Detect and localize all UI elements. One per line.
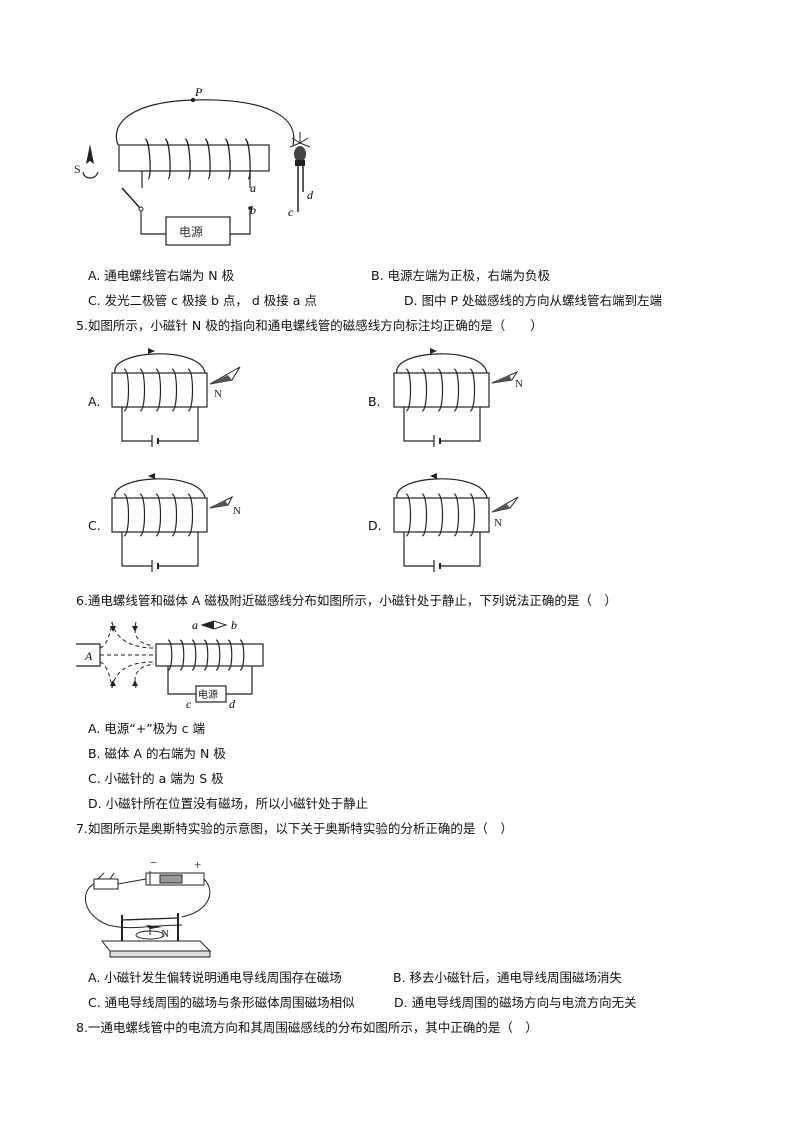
q7-needle-n: N — [161, 928, 169, 940]
q5-label-c: C. — [88, 518, 101, 533]
q6-a-label: a — [192, 618, 198, 632]
q4-s-label: S — [74, 162, 81, 176]
q4-option-b: B. 电源左端为正极，右端为负极 — [371, 268, 551, 283]
q7-option-c: C. 通电导线周围的磁场与条形磁体周围磁场相似 — [88, 995, 355, 1010]
q5-label-a: A. — [88, 394, 101, 409]
q7-figure: − + N — [85, 855, 212, 958]
q6-option-c: C. 小磁针的 a 端为 S 极 — [88, 771, 224, 786]
q5-stem: 5.如图所示，小磁针 N 极的指向和通电螺线管的磁感线方向标注均正确的是（ ） — [76, 318, 543, 333]
q7-option-a: A. 小磁针发生偏转说明通电导线周围存在磁场 — [88, 970, 342, 985]
q4-a-label: a — [250, 181, 256, 195]
q5-needle-n-a: N — [214, 388, 222, 400]
q7-option-b: B. 移去小磁针后，通电导线周围磁场消失 — [393, 970, 623, 985]
q6-option-a: A. 电源“+”极为 c 端 — [88, 721, 206, 736]
q5-figure-b: N — [393, 348, 523, 447]
q6-c-label: c — [186, 697, 192, 711]
q6-option-d: D. 小磁针所在位置没有磁场，所以小磁针处于静止 — [88, 796, 369, 811]
q5-figure-c: N — [111, 473, 241, 572]
q7-minus: − — [150, 855, 157, 870]
q8-stem: 8.一通电螺线管中的电流方向和其周围磁感线的分布如图所示，其中正确的是（ ） — [76, 1020, 538, 1035]
q5-label-b: B. — [368, 394, 381, 409]
q6-b-label: b — [231, 618, 237, 632]
q7-stem: 7.如图所示是奥斯特实验的示意图，以下关于奥斯特实验的分析正确的是（ ） — [76, 821, 513, 836]
q4-figure: P a b 电源 S d c — [74, 85, 314, 246]
q6-option-b: B. 磁体 A 的右端为 N 极 — [88, 746, 226, 761]
q5-needle-n-c: N — [233, 505, 241, 517]
q4-option-d: D. 图中 P 处磁感线的方向从螺线管右端到左端 — [404, 293, 663, 308]
q4-p-label: P — [194, 85, 203, 99]
q4-power-label: 电源 — [179, 225, 203, 239]
q4-c-label: c — [288, 205, 294, 219]
q5-needle-n-d: N — [494, 517, 502, 529]
q5-label-d: D. — [368, 518, 382, 533]
q5-figure-d: N — [393, 473, 519, 572]
q4-b-label: b — [250, 203, 256, 217]
q6-magnet-label: A — [84, 649, 93, 663]
q5-needle-n-b: N — [515, 378, 523, 390]
q5-figure-a: N — [111, 348, 241, 447]
q6-stem: 6.通电螺线管和磁体 A 磁极附近磁感线分布如图所示，小磁针处于静止，下列说法正… — [76, 593, 617, 608]
q4-option-a: A. 通电螺线管右端为 N 极 — [88, 268, 235, 283]
q7-option-d: D. 通电导线周围的磁场方向与电流方向无关 — [394, 995, 637, 1010]
q4-option-c: C. 发光二极管 c 极接 b 点， d 极接 a 点 — [88, 293, 317, 308]
q6-power-label: 电源 — [198, 688, 218, 701]
q4-d-label: d — [307, 188, 314, 202]
q7-plus: + — [194, 857, 201, 872]
q6-d-label: d — [229, 697, 236, 711]
q6-figure: A a b 电源 c d — [76, 618, 264, 711]
